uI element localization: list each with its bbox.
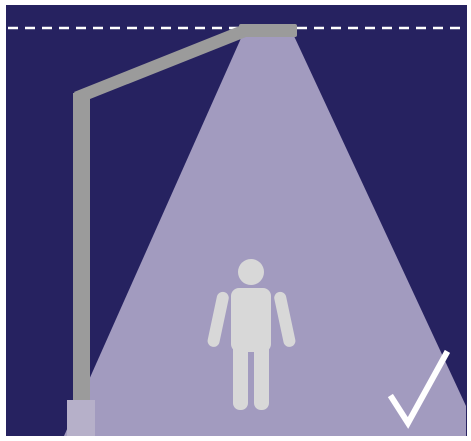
- pedestrian-head: [238, 259, 264, 285]
- lamp-pole: [73, 93, 90, 406]
- pedestrian-right-leg: [254, 340, 269, 410]
- lamp-pole-base: [67, 400, 95, 436]
- lamp-head: [239, 24, 297, 37]
- pedestrian-left-leg: [233, 340, 248, 410]
